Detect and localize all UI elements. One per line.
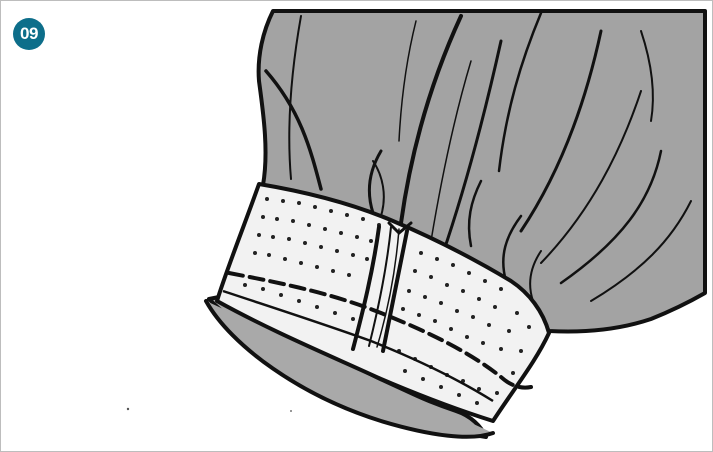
speck [127, 408, 129, 410]
speck [290, 410, 292, 412]
step-number-badge: 09 [13, 18, 45, 50]
